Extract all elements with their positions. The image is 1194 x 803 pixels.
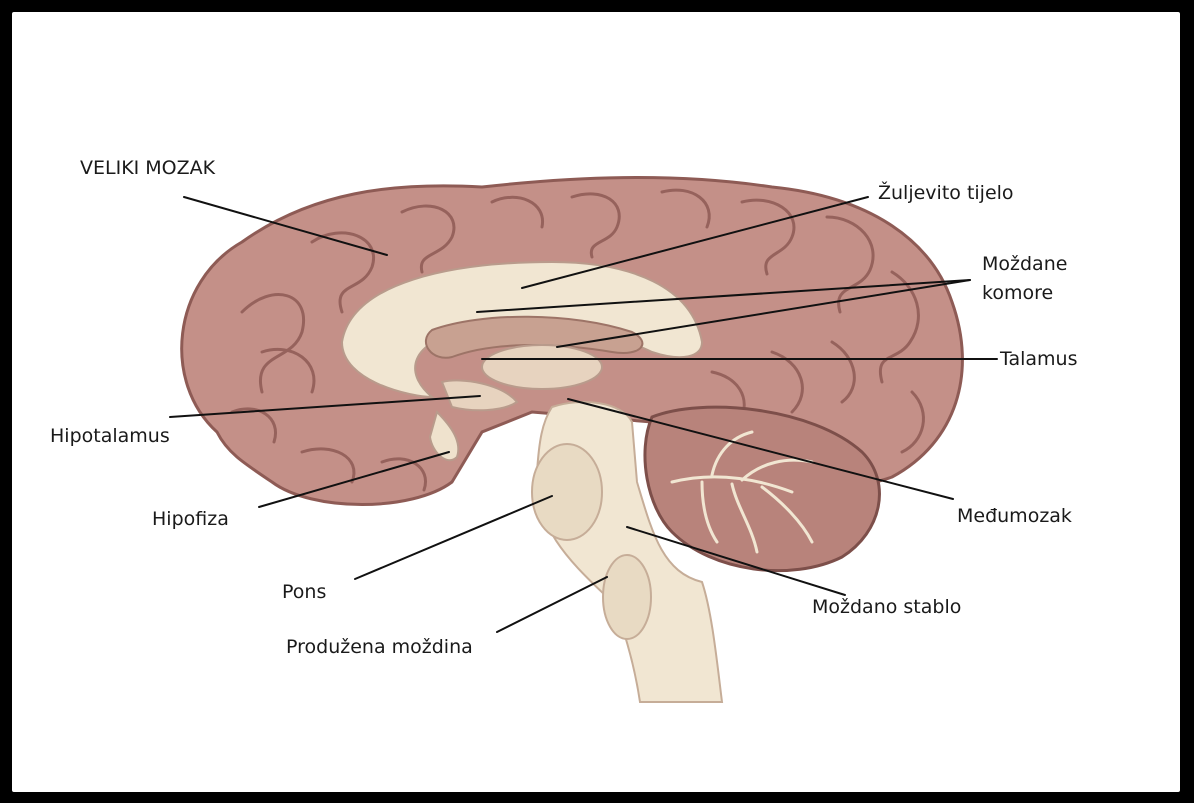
pons-shape [532,444,602,540]
label-brainstem: Moždano stablo [812,596,961,618]
leader-pons [355,496,552,579]
label-medulla: Produžena moždina [286,636,473,658]
label-ventricles-line1: Moždane [982,253,1067,275]
medulla-shape [603,555,651,639]
label-hypothalamus: Hipotalamus [50,425,170,447]
thalamus-shape [482,345,602,389]
label-thalamus: Talamus [999,348,1077,370]
label-corpus-callosum: Žuljevito tijelo [878,181,1014,204]
label-pons: Pons [282,581,326,603]
label-cerebrum: VELIKI MOZAK [80,157,216,179]
label-ventricles-line2: komore [982,282,1053,304]
diagram-frame: VELIKI MOZAK Žuljevito tijelo Moždane ko… [12,12,1180,792]
label-diencephalon: Međumozak [957,505,1072,527]
brain-illustration [182,178,963,702]
brain-sagittal-diagram: VELIKI MOZAK Žuljevito tijelo Moždane ko… [12,12,1180,792]
label-pituitary: Hipofiza [152,508,229,530]
leader-medulla [497,577,607,632]
